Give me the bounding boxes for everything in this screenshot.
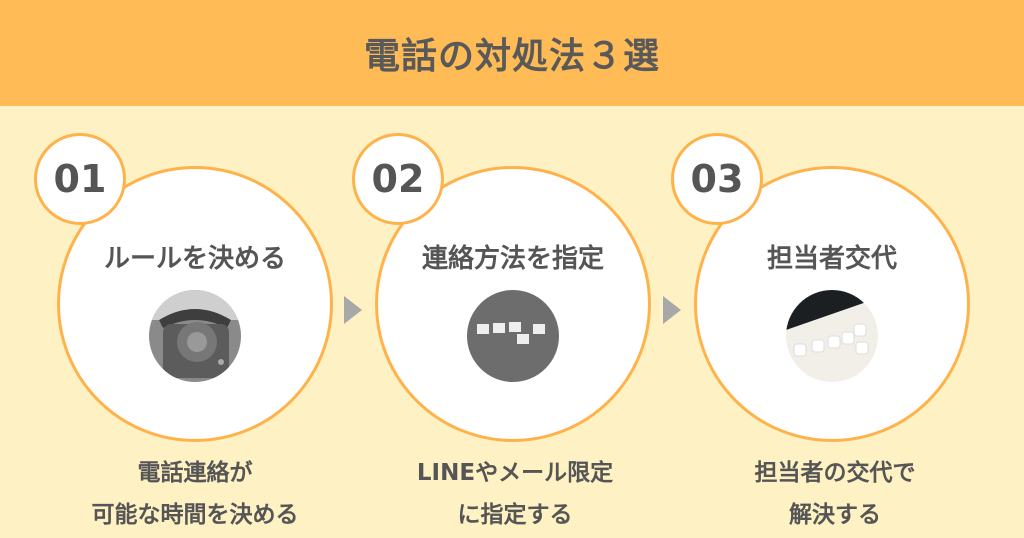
arrow-right-icon <box>344 296 362 324</box>
step-1-number-badge: 01 <box>34 133 126 225</box>
step-2-description: LINEやメール限定 に指定する <box>355 452 675 536</box>
step-1-desc-line-2: 可能な時間を決める <box>91 502 299 528</box>
step-3-title: 担当者交代 <box>766 244 897 274</box>
step-3-desc-line-2: 解決する <box>789 502 881 528</box>
step-2-title: 連絡方法を指定 <box>421 244 604 274</box>
step-1-description: 電話連絡が 可能な時間を決める <box>35 452 355 536</box>
step-2-number-badge: 02 <box>352 133 444 225</box>
step-3-desc-line-1: 担当者の交代で <box>754 460 916 486</box>
step-2-desc-line-1: LINEやメール限定 <box>416 460 614 486</box>
rotary-telephone-photo <box>149 290 241 382</box>
letter-tiles-photo <box>467 290 559 382</box>
page-title: 電話の対処法３選 <box>363 36 660 77</box>
step-3-description: 担当者の交代で 解決する <box>675 452 995 536</box>
step-1-title: ルールを決める <box>103 244 286 274</box>
header-banner: 電話の対処法３選 <box>0 0 1024 106</box>
step-1-desc-line-1: 電話連絡が <box>137 460 253 486</box>
step-3-number-badge: 03 <box>671 133 763 225</box>
arrow-right-icon <box>663 296 681 324</box>
change-letter-blocks-photo <box>786 290 878 382</box>
step-2-desc-line-2: に指定する <box>457 502 573 528</box>
